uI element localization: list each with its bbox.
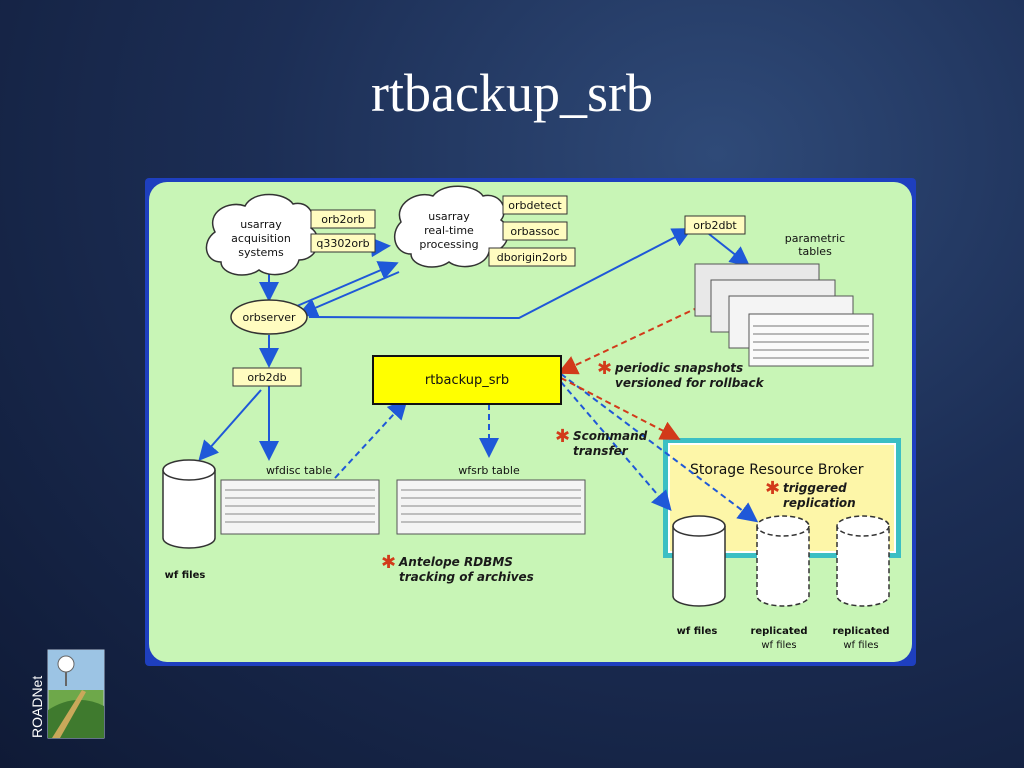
antelope-line-2: tracking of archives (399, 570, 534, 584)
snapshots-line-2: versioned for rollback (615, 376, 765, 390)
cloud-acquisition: usarray acquisition systems (205, 193, 319, 276)
q3302orb-label: q3302orb (316, 237, 369, 250)
diagram-frame: Storage Resource Broker (145, 178, 916, 666)
orb2db-label: orb2db (247, 371, 286, 384)
replicated-2-line-1: replicated (832, 626, 889, 637)
arrow-tables-rtbackup (557, 306, 700, 375)
orb2dbt-label: orb2dbt (693, 219, 737, 232)
wf-files-srb-cylinder: wf files (672, 515, 726, 637)
orbdetect-label: orbdetect (508, 199, 562, 212)
annotation-snapshots: ✱ periodic snapshots versioned for rollb… (597, 358, 765, 390)
module-boxes: orb2orb q3302orb orbdetect orbassoc dbor… (230, 195, 746, 387)
parametric-line-2: tables (798, 245, 832, 258)
wfdisc-label: wfdisc table (266, 464, 332, 477)
arrow-orbserver-rt-1 (296, 261, 399, 307)
cloud-acq-line-1: usarray (240, 218, 282, 231)
antelope-line-1: Antelope RDBMS (398, 555, 513, 569)
arrow-rtbackup-srb (560, 377, 681, 440)
arrow-orb2dbt-tables (708, 233, 751, 267)
rtbackup-label: rtbackup_srb (425, 373, 509, 388)
scommand-line-2: transfer (573, 444, 629, 458)
cloud-acq-line-2: acquisition (231, 232, 291, 245)
replicated-cylinder-1: replicated wf files (750, 515, 810, 651)
replicated-1-line-2: wf files (761, 640, 796, 651)
roadnet-logo: ROADNet (29, 649, 105, 739)
cloud-realtime: usarray real-time processing (393, 185, 509, 268)
asterisk-icon: ✱ (555, 426, 570, 447)
parametric-line-1: parametric (785, 232, 845, 245)
replicated-cylinder-2: replicated wf files (832, 515, 890, 651)
arrow-rt-orbserver (297, 271, 400, 317)
triggered-line-2: replication (783, 496, 856, 510)
wfsrb-label: wfsrb table (458, 464, 520, 477)
cloud-rt-line-2: real-time (424, 224, 474, 237)
asterisk-icon: ✱ (597, 358, 612, 379)
asterisk-icon: ✱ (765, 478, 780, 499)
triggered-line-1: triggered (783, 481, 847, 495)
replicated-2-line-2: wf files (843, 640, 878, 651)
parametric-tables: parametric tables (694, 232, 874, 367)
annotation-scommand: ✱ Scommand transfer (555, 426, 648, 458)
arrow-orbserver-orb2dbt (308, 228, 693, 320)
red-dashed-arrows (557, 306, 700, 440)
wf-files-left-cylinder: wf files (162, 459, 216, 581)
blue-dashed-arrows (334, 373, 759, 523)
annotation-antelope: ✱ Antelope RDBMS tracking of archives (381, 552, 534, 584)
wfsrb-table: wfsrb table (396, 464, 586, 535)
orb2orb-label: orb2orb (321, 213, 364, 226)
slide-title: rtbackup_srb (371, 63, 653, 123)
annotation-triggered: ✱ triggered replication (765, 478, 856, 510)
arrow-wfdisc-rtbackup (334, 399, 408, 479)
srb-title: Storage Resource Broker (690, 462, 864, 478)
cloud-acq-line-3: systems (238, 246, 284, 259)
wf-files-left-label: wf files (165, 570, 206, 581)
arrow-rtbackup-replicated (560, 373, 759, 523)
arrow-rtbackup-srbfiles (560, 381, 672, 512)
orbserver-label: orbserver (242, 311, 296, 324)
orbassoc-label: orbassoc (510, 225, 559, 238)
scommand-line-1: Scommand (573, 429, 648, 443)
asterisk-icon: ✱ (381, 552, 396, 573)
rtbackup-box: rtbackup_srb (372, 355, 562, 405)
architecture-diagram: Storage Resource Broker (162, 185, 901, 651)
wfdisc-table: wfdisc table (220, 464, 380, 535)
cloud-rt-line-1: usarray (428, 210, 470, 223)
replicated-1-line-1: replicated (750, 626, 807, 637)
snapshots-line-1: periodic snapshots (614, 361, 743, 375)
logo-text: ROADNet (29, 676, 45, 738)
wf-files-srb-label: wf files (677, 626, 718, 637)
cloud-rt-line-3: processing (419, 238, 478, 251)
arrow-orb2db-wffiles (198, 389, 262, 461)
dborigin2orb-label: dborigin2orb (497, 251, 568, 264)
diagram-panel: Storage Resource Broker (149, 182, 912, 662)
